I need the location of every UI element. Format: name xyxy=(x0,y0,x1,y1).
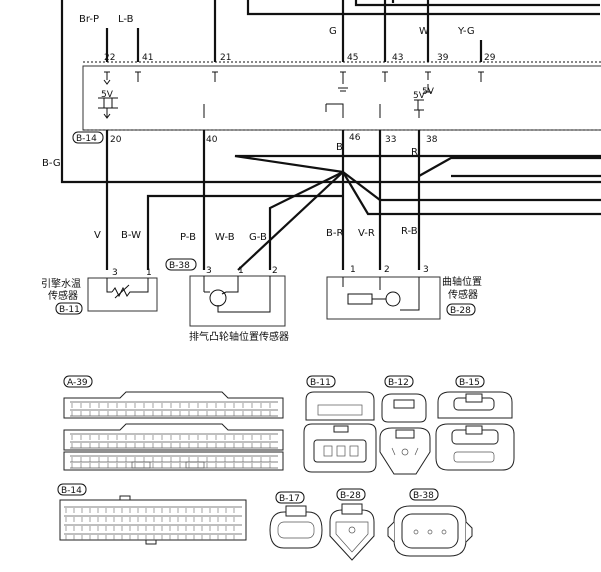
pin-45: 45 xyxy=(347,53,358,63)
wire-label-p-b: P-B xyxy=(180,232,196,243)
wire-label-w: W xyxy=(419,26,429,37)
crank-sensor-name-2: 传感器 xyxy=(448,288,478,301)
cam-sensor-tag: B-38 xyxy=(169,261,190,271)
pin-38: 38 xyxy=(426,135,438,145)
cam-sensor-name: 排气凸轮轴位置传感器 xyxy=(189,330,289,343)
connector-a39: A-39 xyxy=(63,375,284,471)
a39-upper-block xyxy=(63,391,284,419)
wire-label-r: R xyxy=(411,147,418,158)
connector-b38: B-38 xyxy=(387,488,473,557)
connector-b15: B-15 xyxy=(435,375,515,471)
wire-label-g-b: G-B xyxy=(249,232,267,243)
connector-a39-tag: A-39 xyxy=(67,378,88,388)
coolant-sensor-tag: B-11 xyxy=(59,305,80,315)
coolant-sensor-name-1: 引擎水温 xyxy=(41,277,81,290)
connector-b17-tag: B-17 xyxy=(279,494,300,504)
connector-b28-tag: B-28 xyxy=(340,491,361,501)
cam-position-sensor: B-38 3 1 2 排气凸轮轴位置传感器 xyxy=(165,258,289,343)
crank-sensor-tag: B-28 xyxy=(450,306,471,316)
pin-22: 22 xyxy=(104,53,115,63)
wire-label-b-r: B-R xyxy=(326,228,343,239)
pin-41: 41 xyxy=(142,53,153,63)
pin-33: 33 xyxy=(385,135,396,145)
ecu-5v-upper: 5V xyxy=(422,87,435,97)
pin-46: 46 xyxy=(349,133,361,143)
wire-label-br-p: Br-P xyxy=(79,14,99,25)
pin-21: 21 xyxy=(220,53,231,63)
connector-b38-tag: B-38 xyxy=(413,491,434,501)
coolant-pin-1: 1 xyxy=(146,268,152,278)
ecu-top-pin-numbers: 22 41 21 45 43 39 29 xyxy=(104,53,496,63)
ecu-5v-bottom: 5V xyxy=(413,91,426,101)
crank-pin-3: 3 xyxy=(423,265,429,275)
wire-label-b-w: B-W xyxy=(121,230,141,241)
coolant-pin-3: 3 xyxy=(112,268,118,278)
a39-terminal-marks xyxy=(71,403,271,468)
connector-b11-tag: B-11 xyxy=(310,378,331,388)
crank-pin-1: 1 xyxy=(350,265,356,275)
wire-label-b: B xyxy=(336,142,343,153)
cam-pin-2: 2 xyxy=(272,266,278,276)
wire-label-v-r: V-R xyxy=(358,228,375,239)
wire-label-r-b: R-B xyxy=(401,226,418,237)
wire-label-y-g: Y-G xyxy=(457,26,475,37)
b14-terminal-marks xyxy=(65,508,235,540)
connector-b12: B-12 xyxy=(379,375,431,475)
coolant-sensor-name-2: 传感器 xyxy=(48,289,78,302)
connector-b15-tag: B-15 xyxy=(459,378,480,388)
lower-harness xyxy=(60,0,601,271)
pin-39: 39 xyxy=(437,53,449,63)
wire-label-b-g: B-G xyxy=(42,158,61,169)
ecu-internal-terminals: 5V 5V 5V xyxy=(98,71,484,119)
connector-b12-tag: B-12 xyxy=(388,378,409,388)
connector-b11: B-11 xyxy=(303,375,377,473)
connector-b28: B-28 xyxy=(329,488,375,561)
ecu-bottom-pin-numbers: 20 40 46 33 38 xyxy=(110,133,438,145)
pin-29: 29 xyxy=(484,53,496,63)
lower-wire-labels: B-G B R V B-W P-B W-B G-B B-R V-R R-B xyxy=(42,142,418,243)
a39-lower-block xyxy=(63,451,284,471)
crank-sensor-name-1: 曲轴位置 xyxy=(442,275,482,288)
coolant-temp-sensor: 3 1 引擎水温 传感器 B-11 xyxy=(41,268,158,315)
wire-label-v: V xyxy=(94,230,101,241)
cam-pin-3: 3 xyxy=(206,266,212,276)
pin-20: 20 xyxy=(110,135,122,145)
top-harness xyxy=(105,0,600,62)
ecu-connector-tag: B-14 xyxy=(76,134,97,144)
a39-middle-block xyxy=(63,423,284,451)
ecu-box: 22 41 21 45 43 39 29 5V 5V xyxy=(72,53,601,145)
wire-label-g: G xyxy=(329,26,337,37)
pin-40: 40 xyxy=(206,135,218,145)
ecu-5v-left: 5V xyxy=(101,90,114,100)
wire-label-w-b: W-B xyxy=(215,232,235,243)
cam-pin-1: 1 xyxy=(238,266,244,276)
crank-position-sensor: 1 2 3 曲轴位置 传感器 B-28 xyxy=(326,265,482,320)
top-wire-labels: Br-P L-B G W Y-G xyxy=(79,14,475,37)
connector-b14: B-14 xyxy=(57,483,247,545)
wire-label-l-b: L-B xyxy=(118,14,134,25)
connector-b14-tag: B-14 xyxy=(61,486,82,496)
crank-pin-2: 2 xyxy=(384,265,390,275)
pin-43: 43 xyxy=(392,53,403,63)
connector-b17: B-17 xyxy=(269,491,323,549)
